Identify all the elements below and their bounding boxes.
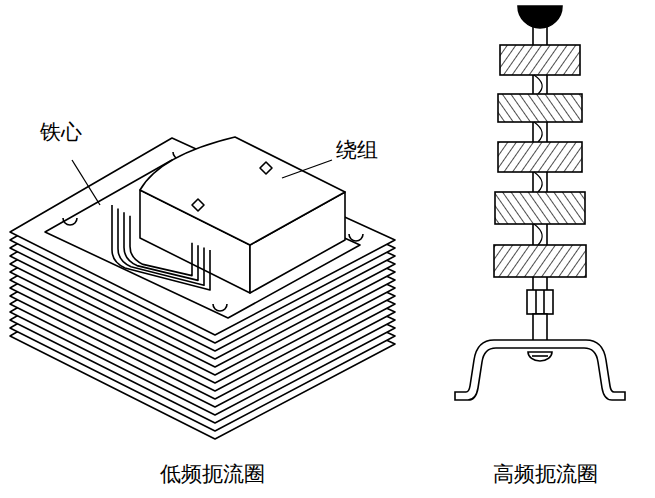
coil-section xyxy=(498,94,582,122)
part-label: 绕组 xyxy=(336,138,378,163)
part-label: 铁心 xyxy=(40,120,82,145)
screw-head xyxy=(528,352,552,361)
high-frequency-choke xyxy=(455,6,625,400)
wire xyxy=(534,172,542,192)
figure-caption: 高频扼流圈 xyxy=(493,462,598,487)
mount-hole xyxy=(63,218,77,225)
winding-layer xyxy=(118,209,204,286)
winding-layer xyxy=(130,216,192,276)
leader-lines xyxy=(72,160,332,205)
figure-caption: 低频扼流圈 xyxy=(160,462,265,487)
coil-section xyxy=(495,192,585,224)
diamond-mark xyxy=(260,162,272,174)
nut xyxy=(527,290,553,314)
leader-line xyxy=(282,160,332,178)
low-frequency-choke xyxy=(10,137,395,439)
winding-top xyxy=(140,137,345,245)
coil-section xyxy=(498,142,582,172)
leader-line xyxy=(72,160,100,205)
mounting-bracket xyxy=(455,340,625,400)
wire xyxy=(534,122,542,142)
diamond-mark xyxy=(192,199,204,211)
winding-layer xyxy=(112,205,210,290)
lamination-sheet xyxy=(10,138,395,335)
wire xyxy=(534,75,542,94)
coil-section xyxy=(494,245,586,277)
coil-section xyxy=(500,45,580,75)
wire xyxy=(534,224,542,245)
winding-layer xyxy=(124,212,198,280)
top-terminal xyxy=(518,6,562,28)
mount-hole xyxy=(349,234,363,241)
mount-hole xyxy=(213,304,227,311)
